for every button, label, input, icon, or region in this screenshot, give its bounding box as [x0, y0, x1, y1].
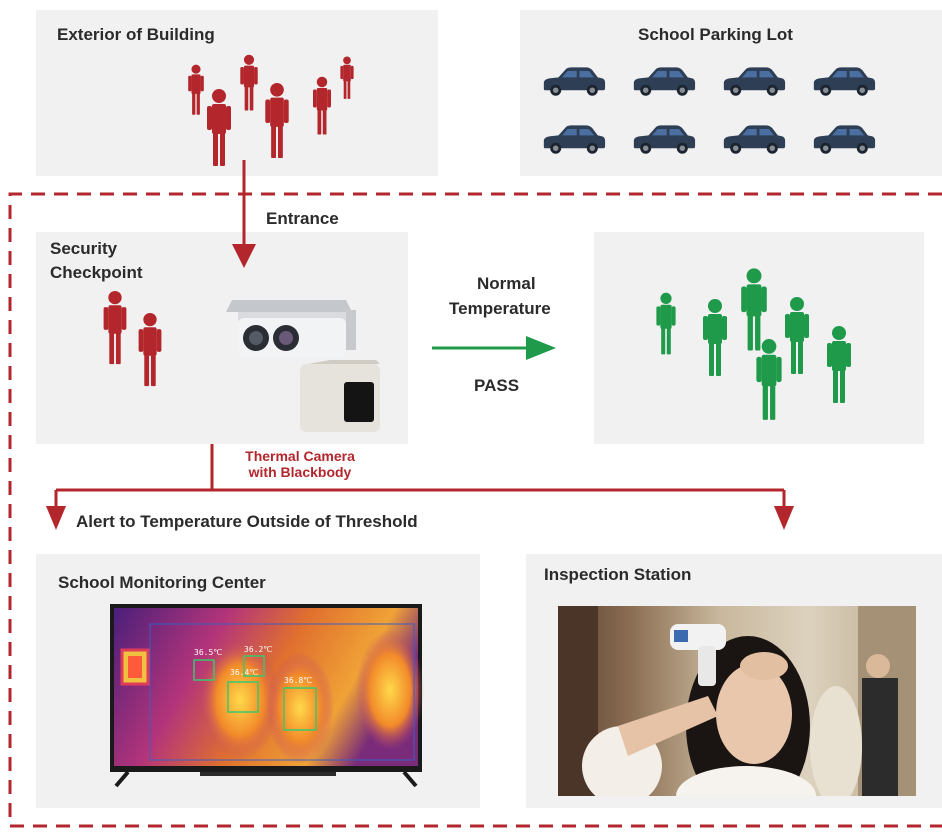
blackbody-icon — [300, 360, 380, 432]
person-icon — [265, 82, 289, 159]
person-icon — [240, 54, 258, 111]
security-title-line1: Security — [50, 239, 118, 258]
alert-label: Alert to Temperature Outside of Threshol… — [76, 512, 418, 531]
checkpoint-persons — [103, 290, 162, 387]
security-title-line2: Checkpoint — [50, 263, 143, 282]
pass-label: PASS — [474, 376, 520, 395]
person-icon — [756, 339, 782, 420]
exterior-title: Exterior of Building — [57, 25, 215, 44]
entrance-arrow-head — [232, 244, 256, 268]
camera-caption-line2: with Blackbody — [248, 464, 352, 480]
person-icon — [103, 290, 127, 365]
person-icon — [207, 89, 231, 166]
alert-left-arrow-head — [46, 506, 66, 530]
alert-right-arrow-head — [774, 506, 794, 530]
temp-reading-4: 36.8℃ — [284, 676, 313, 685]
car-icon — [723, 67, 786, 96]
thermal-camera-icon — [226, 300, 356, 358]
camera-caption-line1: Thermal Camera — [245, 448, 355, 464]
car-icon — [543, 67, 606, 96]
thermometer-photo — [558, 606, 916, 796]
temp-reading-1: 36.5℃ — [194, 648, 223, 657]
parking-title: School Parking Lot — [638, 25, 793, 44]
person-icon — [827, 326, 851, 403]
inspection-title: Inspection Station — [544, 565, 692, 584]
person-icon — [703, 299, 727, 376]
pass-crowd — [656, 268, 851, 420]
campus-boundary — [8, 192, 942, 828]
car-icon — [633, 67, 696, 96]
person-icon — [138, 312, 162, 387]
car-icon — [633, 125, 696, 154]
exterior-panel — [36, 10, 438, 176]
monitoring-title: School Monitoring Center — [58, 573, 266, 592]
entrance-label: Entrance — [266, 209, 339, 228]
temp-reading-3: 36.4℃ — [230, 668, 259, 677]
person-icon — [785, 297, 809, 374]
car-icon — [543, 125, 606, 154]
person-icon — [741, 268, 767, 351]
monitor-icon — [110, 604, 424, 788]
person-icon — [340, 56, 354, 99]
pass-arrow-head — [526, 336, 556, 360]
exterior-crowd — [188, 54, 354, 166]
photo-scene — [558, 606, 916, 796]
person-icon — [188, 64, 204, 115]
normal-temperature-line1: Normal — [477, 274, 536, 293]
temp-reading-2: 36.2℃ — [244, 645, 273, 654]
car-icon — [813, 125, 876, 154]
person-icon — [656, 292, 676, 355]
normal-temperature-line2: Temperature — [449, 299, 551, 318]
car-icon — [723, 125, 786, 154]
parked-cars — [543, 67, 876, 154]
car-icon — [813, 67, 876, 96]
person-icon — [313, 76, 331, 135]
